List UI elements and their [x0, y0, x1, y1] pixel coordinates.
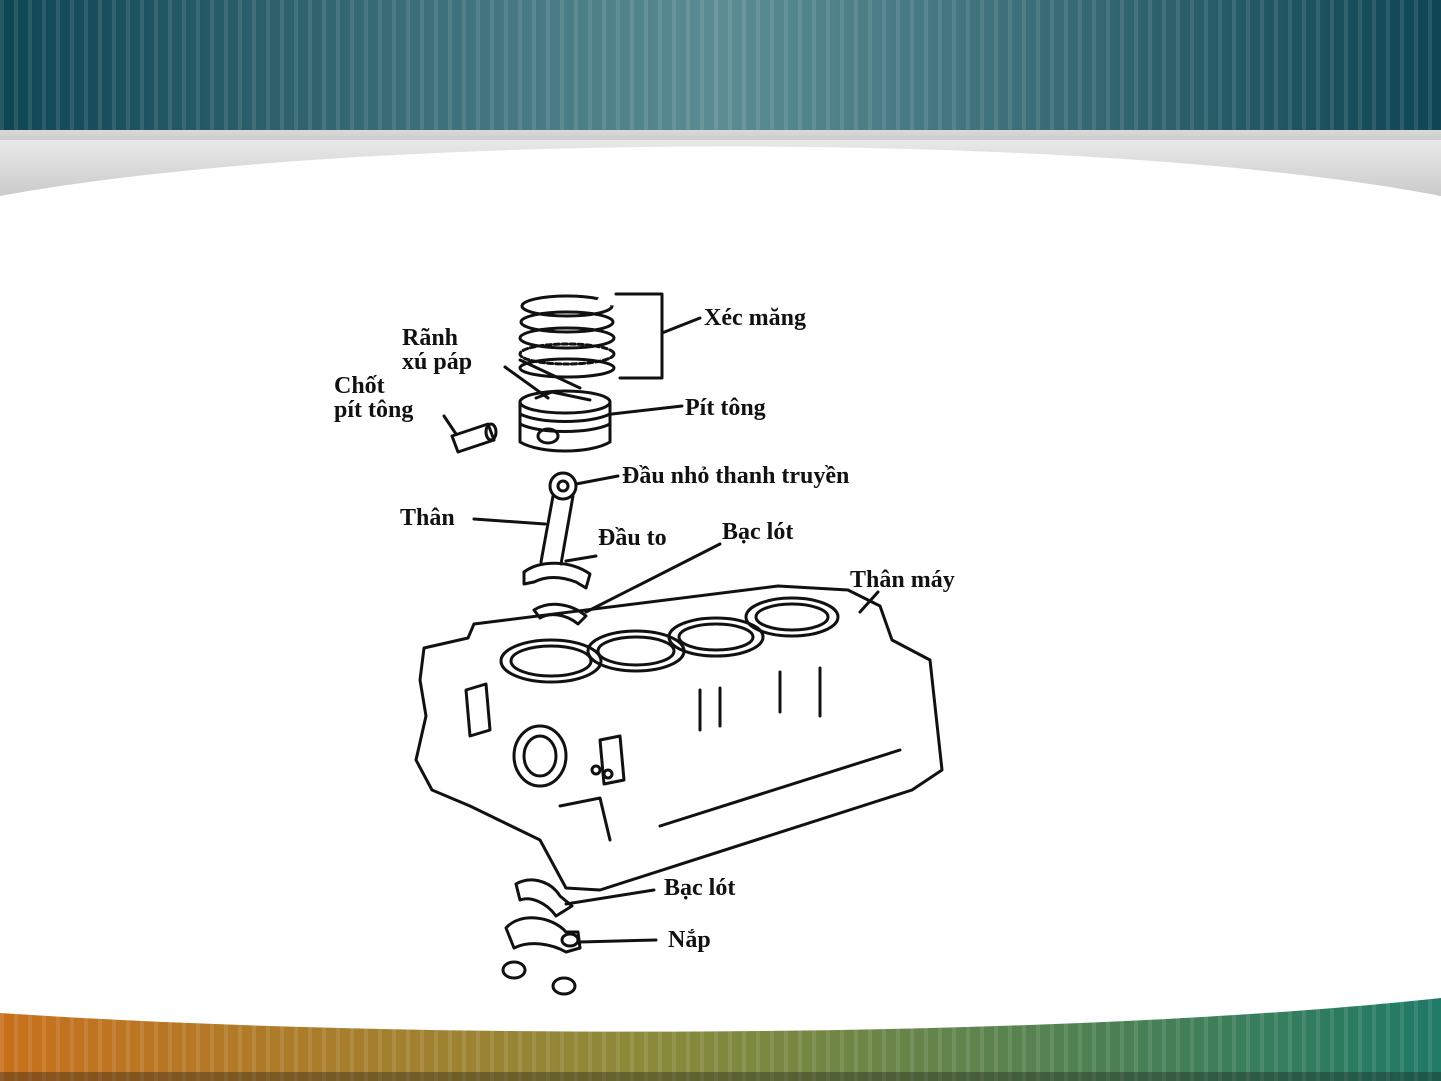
piston-rings-bracket [616, 294, 662, 378]
label-piston-pin-line1: Chốt [334, 374, 413, 398]
nut-drawing [503, 962, 525, 978]
connecting-rod-drawing [474, 473, 618, 588]
label-valve-groove-line1: Rãnh [402, 326, 472, 350]
label-engine-block: Thân máy [850, 568, 955, 592]
label-big-end: Đầu to [598, 526, 667, 550]
label-piston-pin-line2: pít tông [334, 398, 413, 422]
label-cap: Nắp [668, 928, 711, 952]
label-valve-groove-line2: xú páp [402, 350, 472, 374]
label-rod-body: Thân [400, 506, 455, 530]
label-piston: Pít tông [685, 396, 766, 420]
piston-drawing [520, 391, 610, 451]
piston-pin-drawing [444, 416, 496, 452]
label-upper-bearing: Bạc lót [722, 520, 793, 544]
piston-rings-drawing [520, 296, 614, 377]
nut-drawing [553, 978, 575, 994]
engine-block-drawing [416, 586, 942, 890]
label-small-end: Đầu nhỏ thanh truyền [622, 464, 849, 488]
label-lower-bearing: Bạc lót [664, 876, 735, 900]
label-valve-groove: Rãnh xú páp [402, 326, 472, 374]
label-piston-pin: Chốt pít tông [334, 374, 413, 422]
label-piston-rings: Xéc măng [704, 306, 806, 330]
